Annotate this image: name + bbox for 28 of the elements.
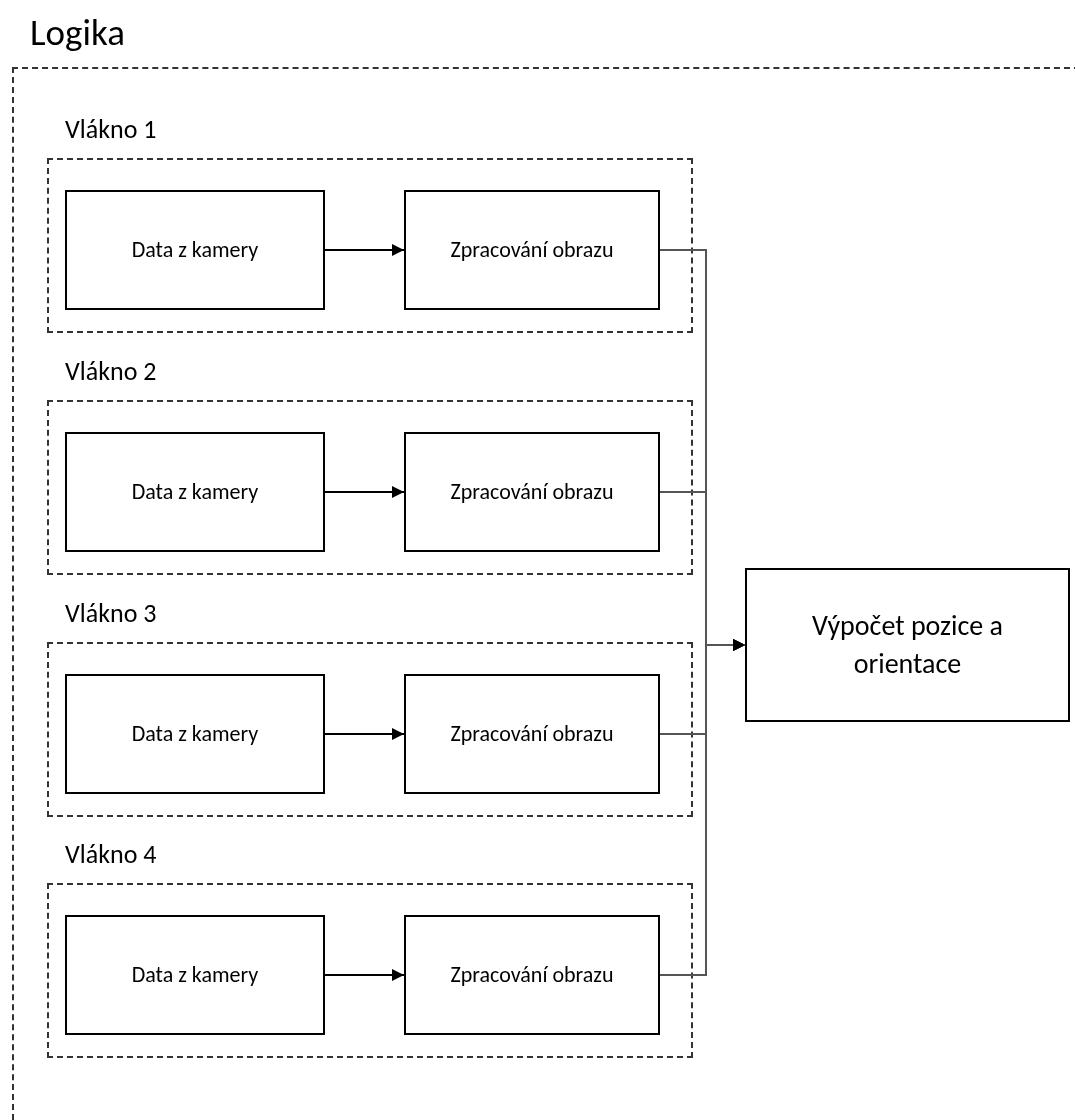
box-label: Zpracování obrazu bbox=[450, 719, 614, 749]
group-heading: Vlákno 1 bbox=[65, 112, 157, 146]
arrow bbox=[324, 244, 405, 256]
group-heading: Vlákno 3 bbox=[65, 596, 157, 630]
box-label: Zpracování obrazu bbox=[450, 235, 614, 265]
process-box bbox=[404, 674, 660, 794]
process-box bbox=[65, 190, 325, 310]
process-box bbox=[65, 432, 325, 552]
process-box bbox=[745, 568, 1070, 722]
process-box bbox=[404, 190, 660, 310]
box-label: Zpracování obrazu bbox=[450, 960, 614, 990]
box-label: Výpočet pozice a orientace bbox=[811, 607, 1004, 683]
group-heading: Logika bbox=[30, 10, 125, 56]
arrow bbox=[324, 486, 405, 498]
process-box bbox=[404, 432, 660, 552]
process-box bbox=[65, 674, 325, 794]
process-box bbox=[65, 915, 325, 1035]
box-label: Data z kamery bbox=[131, 477, 259, 507]
process-box bbox=[404, 915, 660, 1035]
group-heading: Vlákno 4 bbox=[65, 837, 157, 871]
box-label: Data z kamery bbox=[131, 719, 259, 749]
group-heading: Vlákno 2 bbox=[65, 354, 157, 388]
box-label: Data z kamery bbox=[131, 235, 259, 265]
arrow bbox=[324, 728, 405, 740]
box-label: Zpracování obrazu bbox=[450, 477, 614, 507]
box-label: Data z kamery bbox=[131, 960, 259, 990]
arrow bbox=[324, 969, 405, 981]
arrow bbox=[659, 639, 746, 976]
